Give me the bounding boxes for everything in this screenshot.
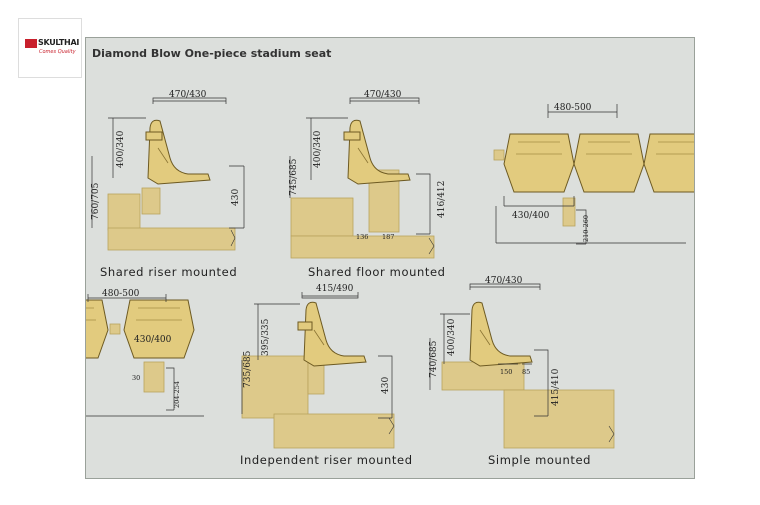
riser-step	[107, 193, 141, 231]
shared-riser-diagram: 470/430 400/340 760/705 430 Shared riser…	[91, 90, 245, 279]
center-leg	[562, 197, 576, 227]
chair-profile	[469, 301, 533, 367]
logo-name: SKULTHAI	[38, 38, 80, 47]
shared-riser-width: 470/430	[169, 90, 207, 100]
row-top-width: 430/400	[512, 211, 550, 221]
shared-riser-seat-height: 400/340	[116, 130, 126, 168]
shared-floor-seat-height: 400/340	[313, 130, 323, 168]
shared-floor-diagram: 470/430 400/340 745/685 416/412 136 187 …	[289, 90, 447, 279]
simple-mounted-diagram: 470/430 400/340 740/685 415/410 150 85 S…	[429, 276, 615, 467]
armrest	[297, 321, 313, 331]
seat-front	[123, 299, 195, 359]
seat-front	[503, 133, 575, 193]
simple-seat-height: 400/340	[447, 318, 457, 356]
diagram-title: Diamond Blow One-piece stadium seat	[92, 47, 332, 60]
floor-step	[290, 197, 354, 237]
shared-riser-base-height: 430	[231, 189, 241, 206]
shared-floor-total-height: 745/685	[289, 158, 299, 196]
simple-total-height: 740/685	[429, 340, 439, 378]
chair-profile	[147, 119, 211, 185]
riser-floor	[273, 413, 395, 449]
shared-floor-leg-b: 187	[382, 233, 394, 241]
shared-riser-total-height: 760/705	[91, 182, 101, 220]
simple-caption: Simple mounted	[488, 453, 591, 467]
independent-caption: Independent riser mounted	[240, 453, 413, 467]
row-front-view-top: 480-500 430/400 210-260	[493, 103, 694, 245]
riser-floor	[107, 227, 236, 251]
row-bottom-width: 430/400	[134, 335, 172, 345]
seat-diagrams-svg: 470/430 400/340 760/705 430 Shared riser…	[86, 90, 694, 467]
logo-mark-icon	[25, 39, 37, 48]
chair-profile	[347, 119, 411, 185]
shared-floor-base-height: 416/412	[437, 181, 447, 218]
brand-logo: SKULTHAI Comes Quality	[18, 18, 82, 78]
shared-floor-width: 470/430	[364, 90, 402, 100]
simple-leg-a: 150	[500, 368, 512, 376]
seat-front	[643, 133, 694, 193]
row-top-spacing: 480-500	[554, 103, 592, 113]
diagram-panel: Diamond Blow One-piece stadium seat 470/…	[85, 37, 695, 479]
independent-riser-diagram: 415/490 395/335 735/685 430 Independent …	[240, 284, 413, 467]
simple-leg-b: 85	[522, 368, 530, 376]
independent-width: 415/490	[316, 284, 354, 294]
center-leg	[143, 361, 165, 393]
simple-width: 470/430	[485, 276, 523, 286]
independent-seat-height: 395/335	[261, 318, 271, 356]
armrest	[145, 131, 163, 141]
chair-profile	[303, 301, 367, 367]
row-front-view-bottom: 480-500 430/400 30 204-254	[86, 289, 204, 417]
row-top-offset: 210-260	[582, 215, 590, 242]
seat-front	[86, 299, 109, 359]
row-bottom-spacing: 480-500	[102, 289, 140, 299]
floor-slab	[290, 235, 435, 259]
end-bracket	[493, 149, 505, 161]
shared-riser-caption: Shared riser mounted	[100, 265, 237, 279]
simple-floor	[503, 389, 615, 449]
simple-base-height: 415/410	[551, 368, 561, 406]
riser-bracket	[141, 187, 161, 215]
end-bracket	[109, 323, 121, 335]
shared-floor-caption: Shared floor mounted	[308, 265, 446, 279]
row-bottom-small: 30	[132, 374, 140, 382]
row-bottom-offset: 204-254	[173, 381, 181, 408]
armrest	[343, 131, 361, 141]
logo-tagline: Comes Quality	[39, 49, 76, 55]
independent-total-height: 735/685	[243, 350, 253, 388]
seat-front	[573, 133, 645, 193]
independent-base-height: 430	[381, 377, 391, 394]
shared-floor-leg-a: 136	[356, 233, 368, 241]
